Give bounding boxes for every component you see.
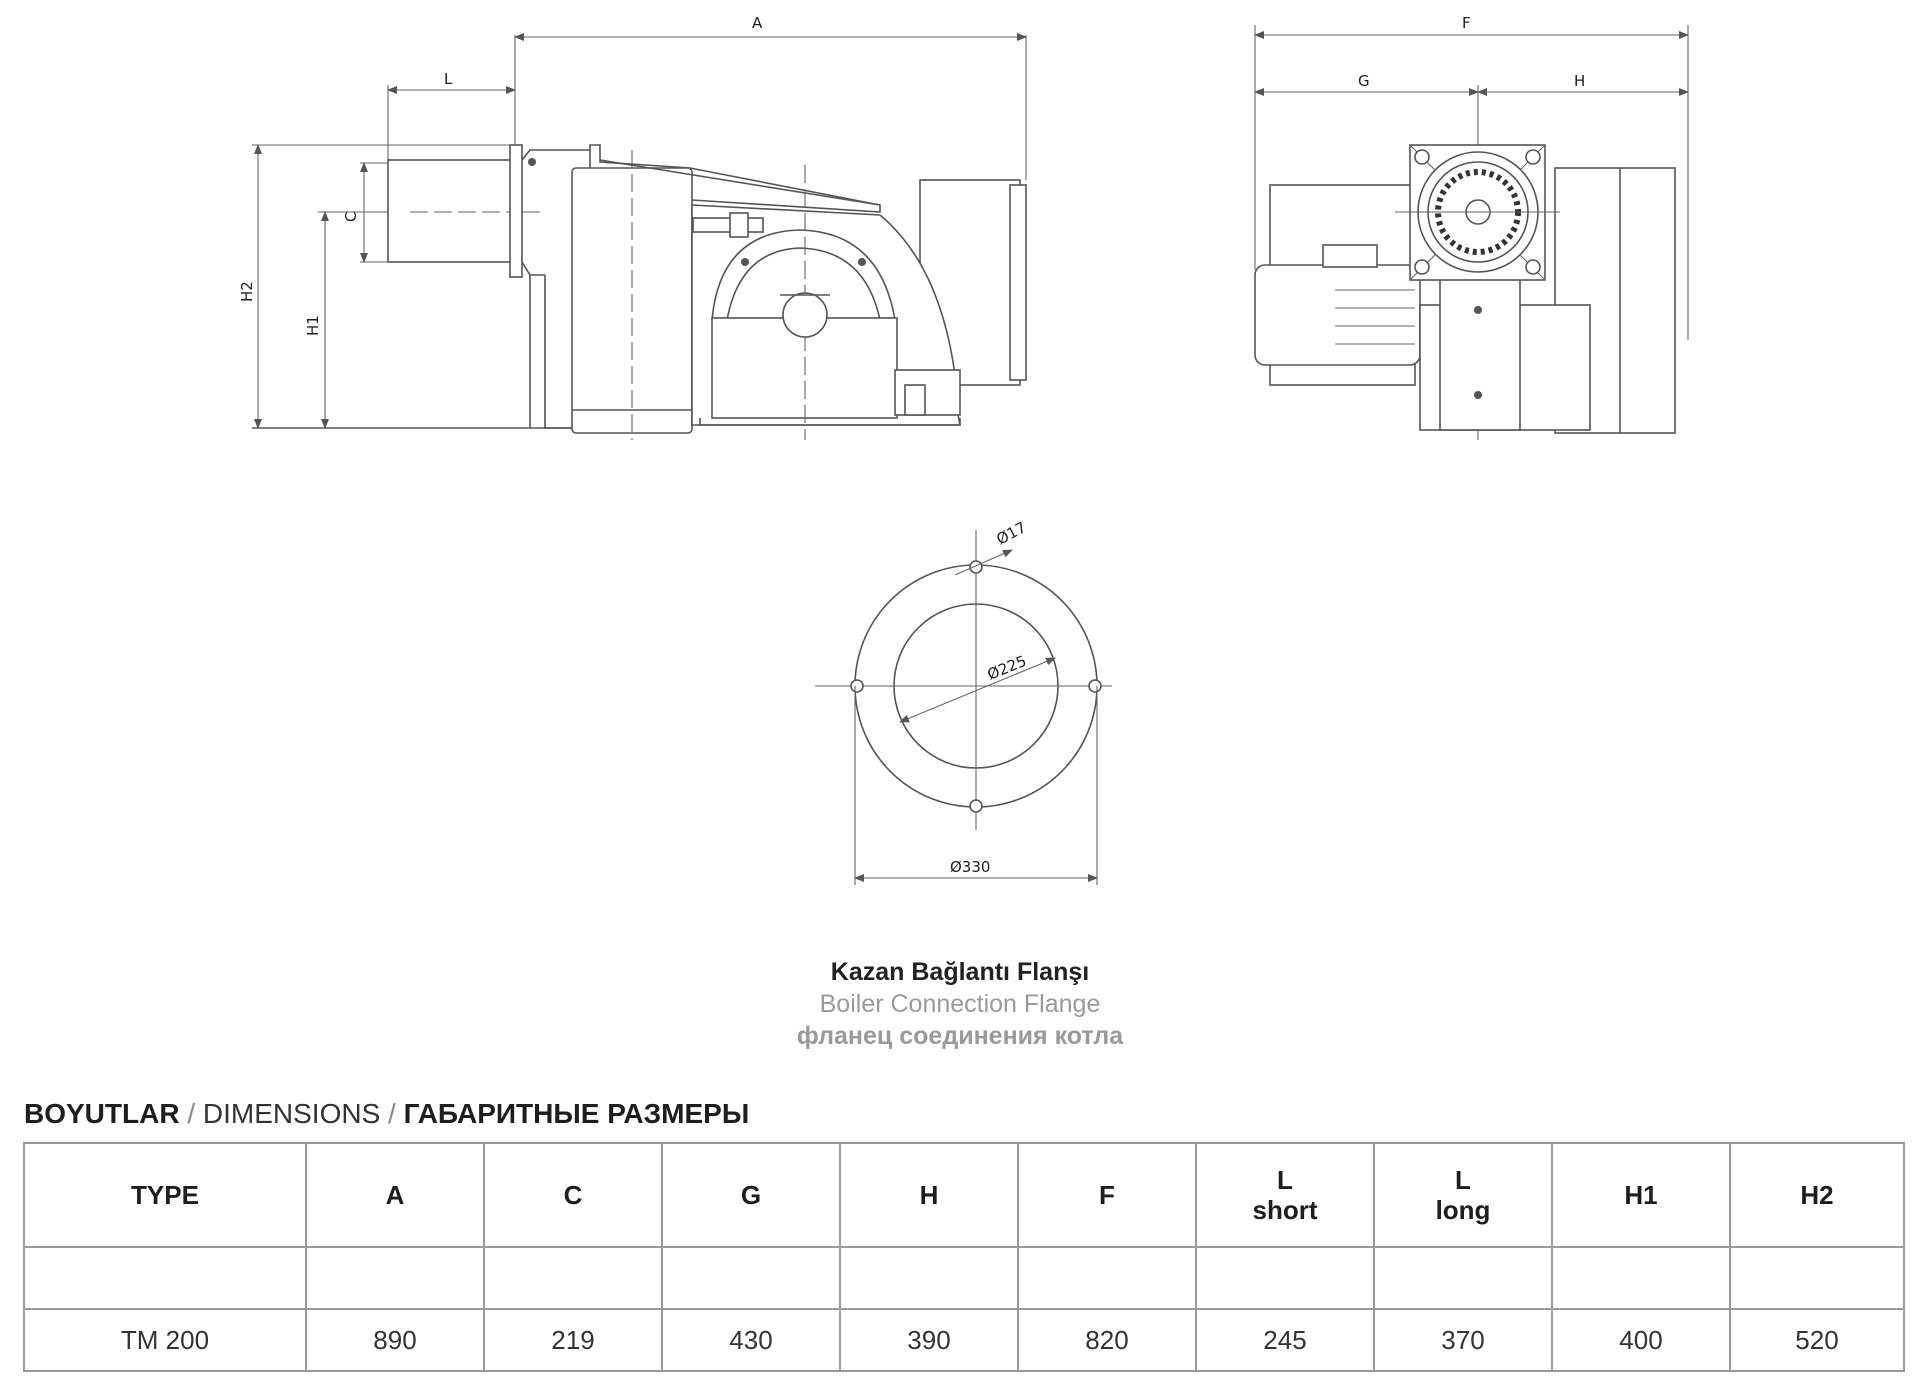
header-cell: F bbox=[1017, 1143, 1196, 1248]
header-cell: H2 bbox=[1729, 1143, 1904, 1248]
heading-russian: ГАБАРИТНЫЕ РАЗМЕРЫ bbox=[403, 1098, 750, 1129]
heading-separator: / bbox=[179, 1098, 203, 1129]
dim-label-l: L bbox=[444, 70, 453, 88]
cell-f: 820 bbox=[1017, 1309, 1196, 1371]
cell-h: 390 bbox=[839, 1309, 1018, 1371]
dim-label-g: G bbox=[1358, 72, 1370, 90]
side-view: A L C H2 H1 bbox=[238, 14, 1027, 440]
dim-label-c: C bbox=[342, 212, 360, 222]
header-cell: H1 bbox=[1551, 1143, 1730, 1248]
caption-english: Boiler Connection Flange bbox=[819, 990, 1101, 1018]
cell-c: 219 bbox=[483, 1309, 662, 1371]
dim-label-d17: Ø17 bbox=[993, 518, 1029, 548]
cell-type: TM 200 bbox=[120, 1324, 210, 1355]
dim-label-h2: H2 bbox=[238, 281, 256, 302]
cell-h2: 520 bbox=[1729, 1309, 1904, 1371]
header-cell: TYPE bbox=[24, 1143, 306, 1248]
table-spacer-row bbox=[24, 1247, 1904, 1310]
dim-label-d225: Ø225 bbox=[985, 652, 1029, 684]
table-row: TM 200 890 219 430 390 820 245 370 400 5… bbox=[24, 1309, 1904, 1371]
header-cell: H bbox=[839, 1143, 1018, 1248]
dim-label-f: F bbox=[1462, 14, 1471, 32]
dimensions-heading: BOYUTLAR / DIMENSIONS / ГАБАРИТНЫЕ РАЗМЕ… bbox=[24, 1098, 749, 1130]
caption-russian: фланец соединения котла bbox=[796, 1022, 1124, 1050]
header-cell: A bbox=[305, 1143, 484, 1248]
flange-view: Ø17 Ø225 Ø330 bbox=[815, 518, 1112, 885]
heading-english: DIMENSIONS bbox=[202, 1098, 381, 1129]
heading-separator: / bbox=[380, 1098, 404, 1129]
flange-caption: Kazan Bağlantı Flanşı Boiler Connection … bbox=[0, 956, 1920, 1052]
cell-g: 430 bbox=[661, 1309, 840, 1371]
technical-drawing: A L C H2 H1 bbox=[238, 14, 1689, 885]
heading-turkish: BOYUTLAR bbox=[24, 1098, 180, 1129]
cell-l-long: 370 bbox=[1373, 1309, 1552, 1371]
dim-label-h: H bbox=[1574, 72, 1585, 90]
header-cell: C bbox=[483, 1143, 662, 1248]
cell-h1: 400 bbox=[1551, 1309, 1730, 1371]
cell-a: 890 bbox=[305, 1309, 484, 1371]
dim-label-d330: Ø330 bbox=[950, 858, 990, 876]
front-view: F G H bbox=[1254, 14, 1689, 440]
header-cell: G bbox=[661, 1143, 840, 1248]
dim-label-h1: H1 bbox=[304, 315, 322, 336]
dim-label-a: A bbox=[752, 14, 763, 32]
cell-l-short: 245 bbox=[1195, 1309, 1374, 1371]
caption-turkish: Kazan Bağlantı Flanşı bbox=[830, 958, 1090, 986]
